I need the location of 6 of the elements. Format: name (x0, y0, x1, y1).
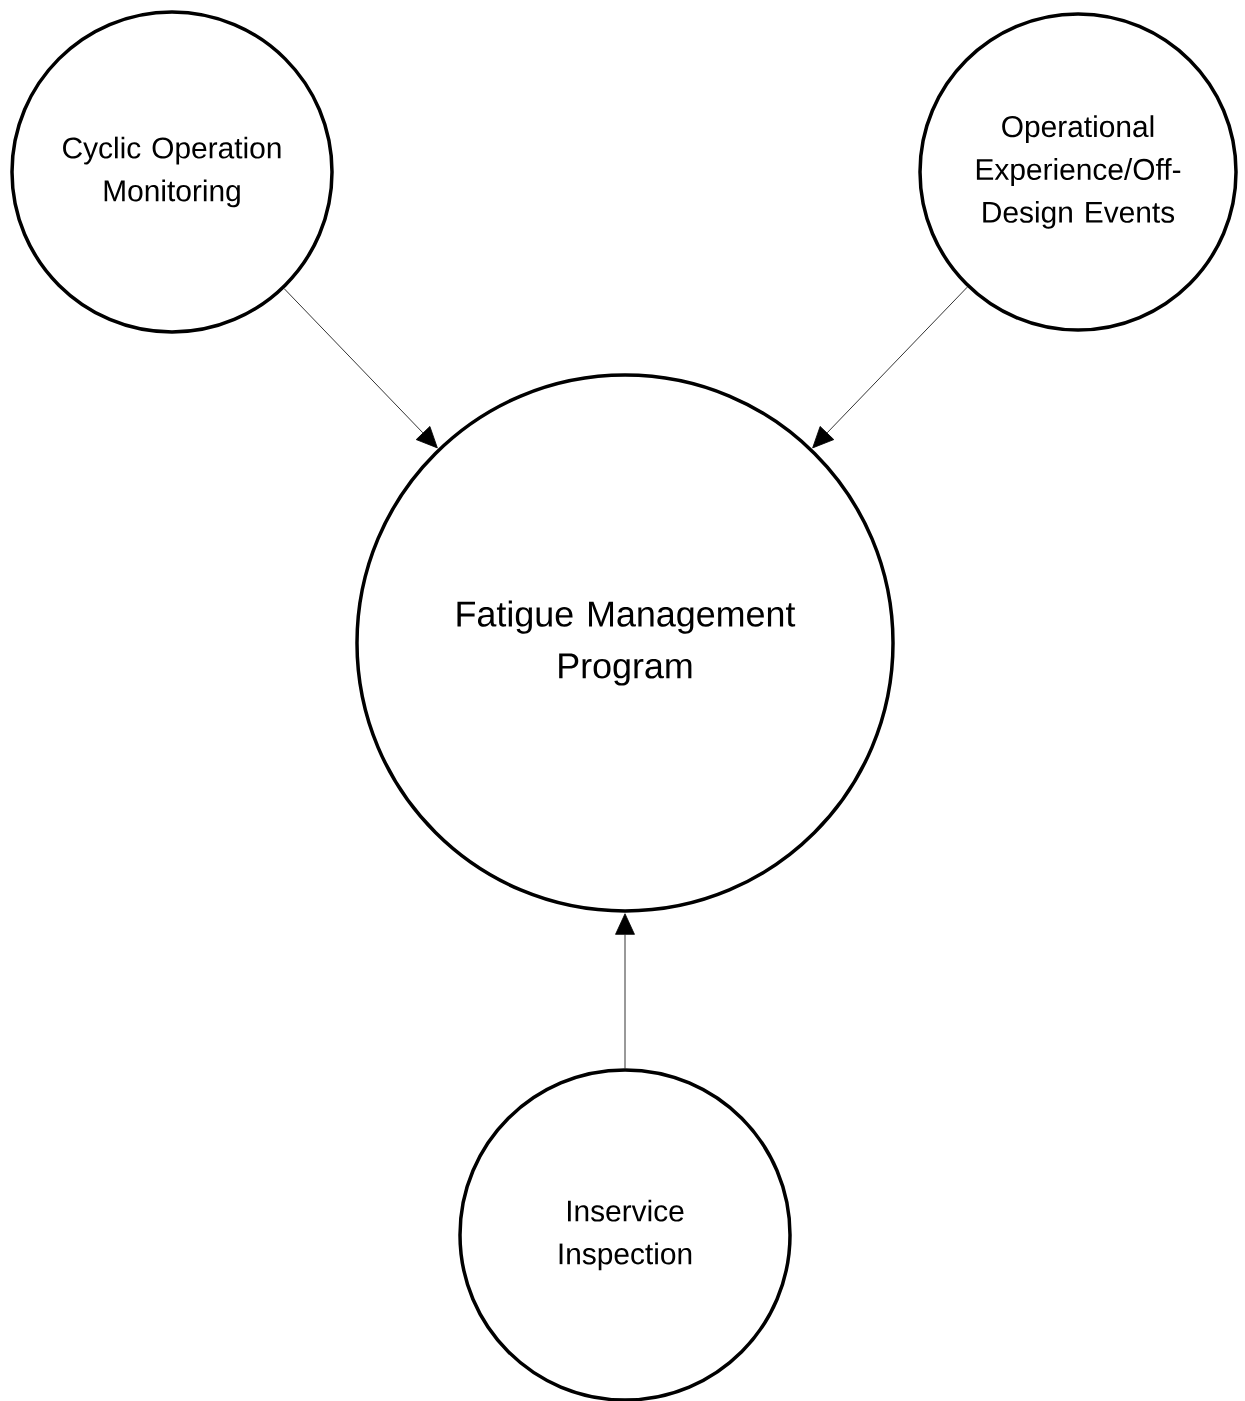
circle-node: Fatigue Management Program (355, 373, 895, 913)
arrow (283, 288, 438, 449)
circle-node: Operational Experience/Off-Design Events (918, 12, 1238, 332)
arrow (615, 913, 635, 1069)
circle-node: Cyclic Operation Monitoring (10, 10, 334, 334)
arrow (812, 286, 968, 449)
